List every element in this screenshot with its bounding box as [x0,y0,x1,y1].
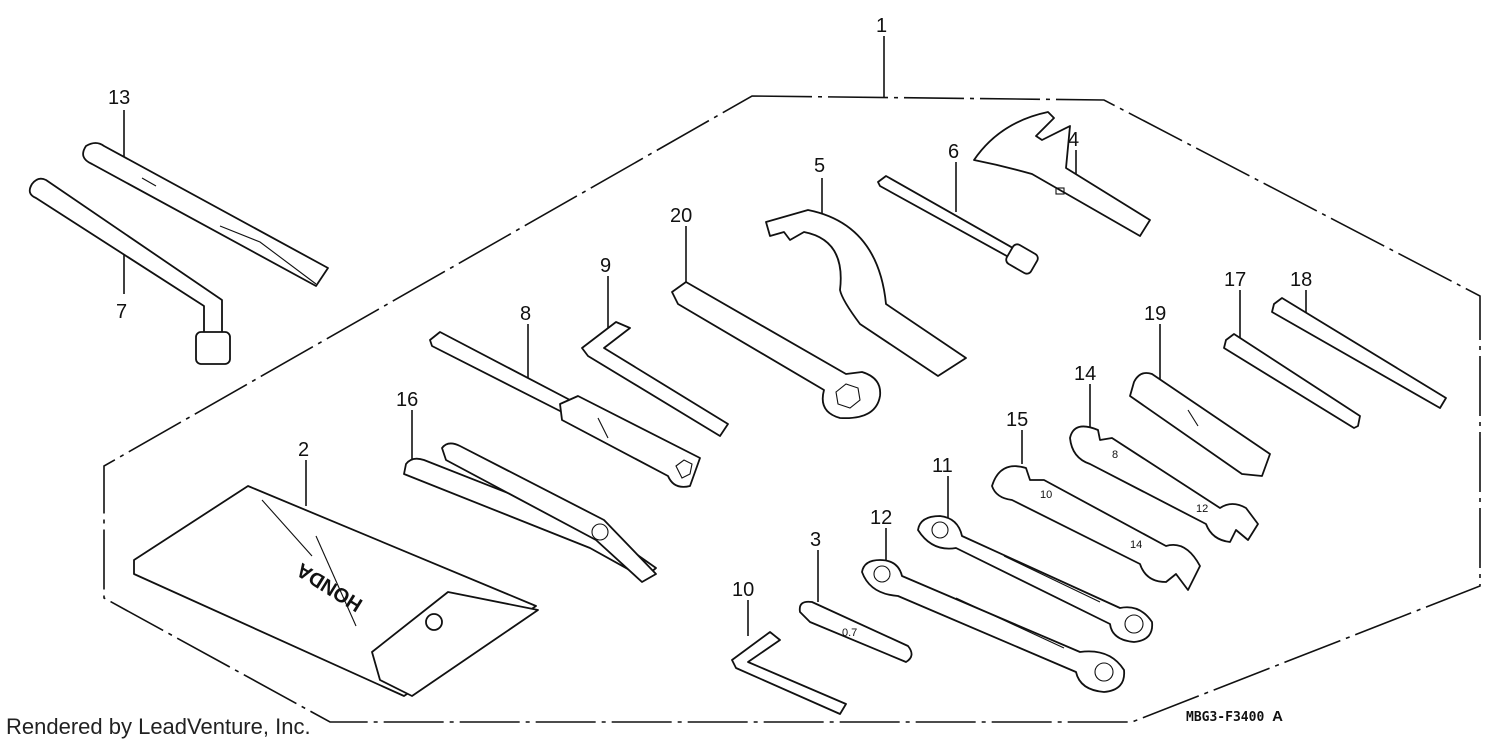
callout-9: 9 [600,255,611,277]
hex-key-9-drawing [581,321,729,437]
screwdriver-17-drawing [1223,333,1361,429]
callout-17: 17 [1224,269,1246,291]
callout-13: 13 [108,87,130,109]
callout-6: 6 [948,141,959,163]
callout-5: 5 [814,155,825,177]
tube-handle-drawing [82,142,329,287]
wrench-15-drawing: 10 14 [991,465,1201,591]
callout-16: 16 [396,389,418,411]
screwdriver-handle-drawing [1129,372,1271,477]
part-code: MBG3-F3400 A [1186,708,1283,725]
part-code-main: MBG3-F3400 [1186,710,1265,725]
feeler-gauge-mark: 0.7 [842,627,857,639]
wrench-15-mark-14: 14 [1130,539,1142,551]
callout-20: 20 [670,205,692,227]
callout-2: 2 [298,439,309,461]
wrench-15-mark-10: 10 [1040,489,1052,501]
pin-spanner-4-drawing [973,111,1151,237]
callout-11: 11 [932,455,953,477]
callout-14: 14 [1074,363,1096,385]
feeler-gauge-drawing: 0.7 [798,600,913,663]
wrench-14-mark-8: 8 [1112,449,1118,461]
screwdriver-18-drawing [1271,297,1447,409]
box-spanner-drawing [28,177,231,365]
credit-text: Rendered by LeadVenture, Inc. [6,714,311,739]
socket-bar-6-drawing [877,175,1039,275]
hook-spanner-5-drawing [765,209,967,377]
tool-pouch-drawing: HONDA [133,485,539,697]
ring-spanner-12-drawing [861,559,1126,693]
ring-wrench-20-drawing [671,281,882,419]
callout-8: 8 [520,303,531,325]
plug-wrench-8-drawing [429,331,701,488]
ring-spanner-11-drawing [917,515,1154,643]
callout-10: 10 [732,579,754,601]
callout-18: 18 [1290,269,1312,291]
wrench-14-mark-12: 12 [1196,503,1208,515]
part-code-suffix: A [1272,708,1283,725]
callout-1: 1 [876,15,887,37]
wrench-14-drawing: 8 12 [1069,425,1259,543]
pliers-drawing [403,442,657,583]
hex-key-10-drawing [731,631,847,715]
callout-4: 4 [1068,129,1079,151]
callout-7: 7 [116,301,127,323]
callout-3: 3 [810,529,821,551]
callout-12: 12 [870,507,892,529]
callout-19: 19 [1144,303,1166,325]
kit-outline [103,95,1481,723]
callout-numbers: 1 13 7 5 6 4 20 9 8 16 2 17 18 19 14 15 … [108,15,1312,601]
callout-15: 15 [1006,409,1028,431]
